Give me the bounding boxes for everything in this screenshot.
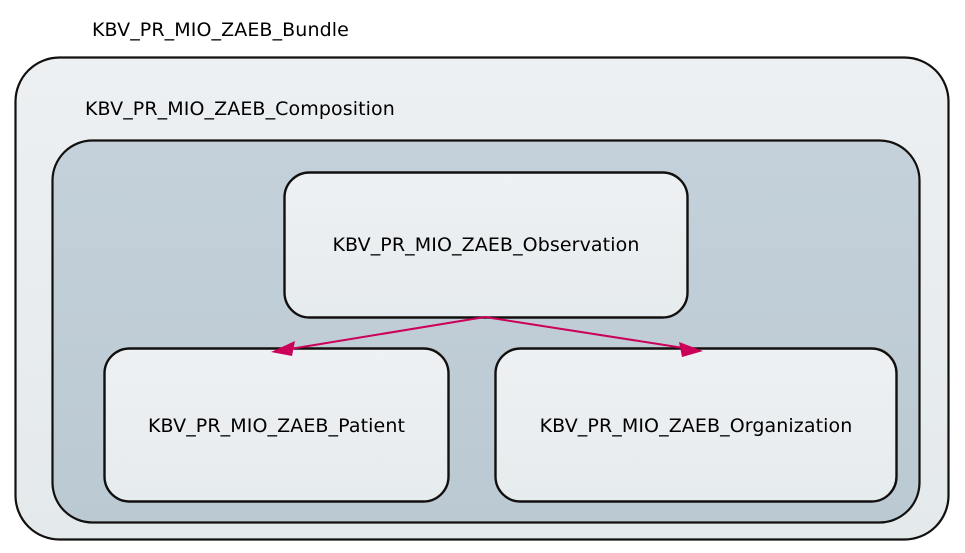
edge-observation-to-organization[interactable] (484, 316, 703, 357)
composition-label: KBV_PR_MIO_ZAEB_Composition (85, 98, 395, 120)
edge-observation-to-patient[interactable] (271, 316, 486, 356)
patient-node-shape[interactable] (103, 347, 450, 503)
patient-label: KBV_PR_MIO_ZAEB_Patient (147, 414, 406, 437)
observation-label: KBV_PR_MIO_ZAEB_Observation (332, 234, 640, 256)
bundle-label: KBV_PR_MIO_ZAEB_Bundle (92, 19, 349, 41)
organization-label: KBV_PR_MIO_ZAEB_Organization (539, 414, 853, 437)
